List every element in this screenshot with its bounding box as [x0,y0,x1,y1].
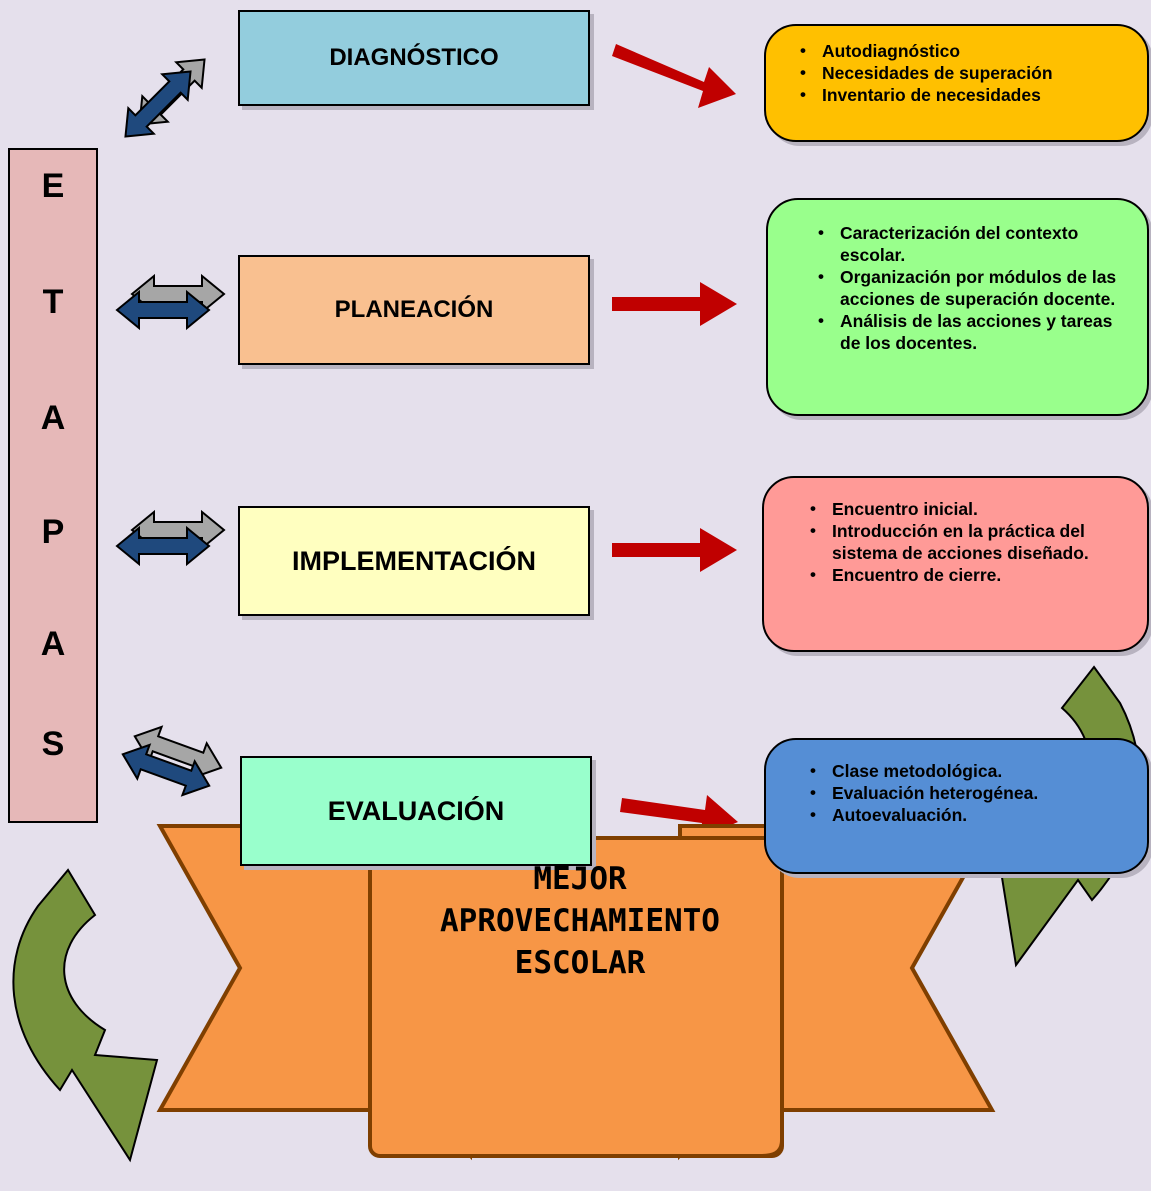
result-line: MEJOR [533,861,627,897]
double-arrow-diagnostico [111,45,219,151]
list-item: Organización por módulos de las acciones… [810,266,1133,310]
stage-implementacion: IMPLEMENTACIÓN [238,506,590,616]
stage-planeacion: PLANEACIÓN [238,255,590,365]
list-item: Análisis de las acciones y tareas de los… [810,310,1133,354]
red-arrow-implementacion [612,528,737,572]
list-item: Introducción en la práctica del sistema … [802,520,1129,564]
stage-label: PLANEACIÓN [334,296,494,323]
etapas-letter: A [40,399,66,437]
details-list: Autodiagnóstico Necesidades de superació… [792,40,1137,106]
etapas-letter: A [40,625,66,663]
result-line: ESCOLAR [514,945,646,981]
details-implementacion: Encuentro inicial. Introducción en la pr… [762,476,1149,652]
details-evaluacion: Clase metodológica. Evaluación heterogén… [764,738,1149,874]
details-list: Caracterización del contexto escolar. Or… [810,222,1133,354]
list-item: Inventario de necesidades [792,84,1137,106]
result-line: APROVECHAMIENTO [440,903,720,939]
etapas-letter: E [41,167,65,205]
list-item: Evaluación heterogénea. [802,782,1137,804]
etapas-letter: P [41,513,65,551]
etapas-letter: S [41,725,65,763]
details-planeacion: Caracterización del contexto escolar. Or… [766,198,1149,416]
result-label: MEJOR APROVECHAMIENTO ESCOLAR [380,856,780,986]
red-arrow-diagnostico [612,44,736,108]
list-item: Autoevaluación. [802,804,1137,826]
list-item: Necesidades de superación [792,62,1137,84]
list-item: Caracterización del contexto escolar. [810,222,1133,266]
etapas-bar: E T A P A S [8,148,98,823]
stage-diagnostico: DIAGNÓSTICO [238,10,590,106]
etapas-letter: T [42,283,64,321]
details-list: Clase metodológica. Evaluación heterogén… [802,760,1137,826]
list-item: Encuentro de cierre. [802,564,1129,586]
stage-label: EVALUACIÓN [327,795,505,826]
double-arrow-implementacion [116,511,225,565]
list-item: Clase metodológica. [802,760,1137,782]
stage-label: DIAGNÓSTICO [329,44,499,71]
double-arrow-evaluacion [115,718,229,804]
details-diagnostico: Autodiagnóstico Necesidades de superació… [764,24,1149,142]
details-list: Encuentro inicial. Introducción en la pr… [802,498,1129,586]
stage-evaluacion: EVALUACIÓN [240,756,592,866]
green-arrow-left [12,868,159,1163]
list-item: Encuentro inicial. [802,498,1129,520]
list-item: Autodiagnóstico [792,40,1137,62]
red-arrow-planeacion [612,282,737,326]
stage-label: IMPLEMENTACIÓN [292,545,536,576]
double-arrow-planeacion [116,275,225,329]
